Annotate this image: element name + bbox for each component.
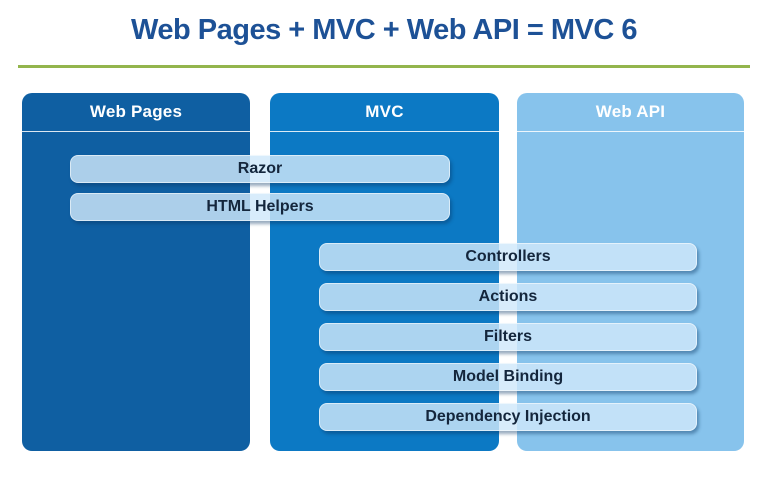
feature-dependency-injection: Dependency Injection [319, 403, 697, 431]
column-web-api: Web API [517, 93, 744, 451]
feature-html-helpers: HTML Helpers [70, 193, 450, 221]
column-web-pages-header: Web Pages [22, 93, 250, 132]
feature-model-binding: Model Binding [319, 363, 697, 391]
feature-controllers: Controllers [319, 243, 697, 271]
feature-razor: Razor [70, 155, 450, 183]
feature-actions: Actions [319, 283, 697, 311]
column-web-api-header: Web API [517, 93, 744, 132]
column-mvc-header: MVC [270, 93, 499, 132]
title-divider-line [18, 65, 750, 68]
column-mvc: MVC [270, 93, 499, 451]
feature-filters: Filters [319, 323, 697, 351]
column-web-pages: Web Pages [22, 93, 250, 451]
slide-title: Web Pages + MVC + Web API = MVC 6 [131, 14, 637, 46]
